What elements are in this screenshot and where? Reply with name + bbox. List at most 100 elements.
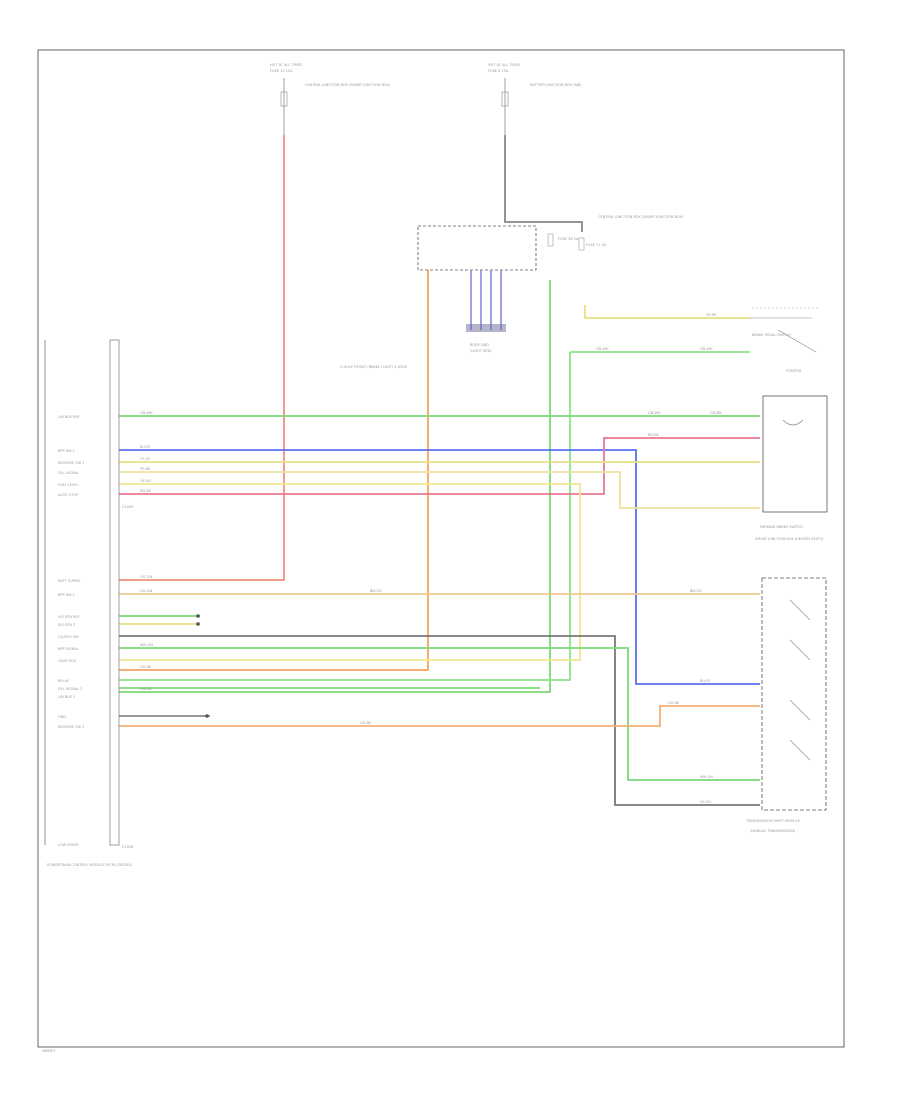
wire-gray-feed (504, 135, 583, 232)
pcm-pin-label: BPP SW 2 (58, 593, 75, 597)
wire-label: GN-BN (710, 411, 722, 415)
wire-label: BN-OG (690, 589, 702, 593)
pcm-pin-label: RELAY (58, 679, 70, 683)
wire-label: YE-BK (140, 467, 151, 471)
wire-green-4 (119, 647, 760, 781)
wire-label: GN-BN (140, 687, 152, 691)
pcm-pin-label: FILL SIGNAL (58, 471, 79, 475)
fuse2-symbol (501, 91, 509, 107)
fuse1-symbol (280, 91, 288, 107)
fuse1-desc: CENTRAL JUNCTION BOX (SMART JUNCTION BOX… (305, 83, 391, 87)
fuse2-desc: BATTERY JUNCTION BOX (BJB) (530, 83, 582, 87)
wire-label: GN-WH (596, 347, 609, 351)
pcm-conn-b: C1008 (122, 845, 133, 849)
cjb-fuse-a-symbol (547, 233, 554, 247)
cjb-outline (417, 225, 537, 271)
pcm-pin-label: LOW SPEED (58, 843, 79, 847)
fuse1-fuse-label: FUSE 12 10A (270, 69, 293, 73)
body-ground-block: BODY GND (LIGHT RED) (466, 270, 506, 353)
bcm-unit-desc: SMART JUNCTION BOX (HEATED SEATS) (755, 537, 824, 541)
pcm-pin-label: GND (58, 715, 66, 719)
pcm-pin-label: FUEL LEVEL (58, 483, 79, 487)
wire-label: OG-BK (360, 721, 372, 725)
trans-label: TRANSMISSION SHIFT MODULE (745, 819, 800, 823)
pcm-pin-label: CLUTCH SW (58, 635, 79, 639)
parking-brake-switch: PARKING BRAKE SWITCH SMART JUNCTION BOX … (755, 395, 828, 541)
wire-red-batt (119, 135, 285, 581)
wire-label: OG-BK (668, 701, 680, 705)
top-fuse-2: HOT AT ALL TIMES FUSE 5 15A BATTERY JUNC… (488, 63, 582, 135)
trans-desc: (MANUAL TRANSMISSION) (750, 829, 796, 833)
body-gnd-label: BODY GND (470, 343, 489, 347)
wire-yellow-4 (119, 483, 581, 661)
wire-label: BN-OG (370, 589, 382, 593)
cjb-fuse-a: FUSE 58 5A (558, 237, 579, 241)
fuse2-fuse-label: FUSE 5 15A (488, 69, 509, 73)
wire-green-3 (119, 352, 571, 681)
pcm-pin-label: SIG RTN 2 (58, 623, 75, 627)
pcm-pin-labels: LIN BUS REF BPP SW 1 REVERSE SW 1 FILL S… (58, 415, 84, 847)
wire-label: BU-YE (140, 445, 150, 449)
wire-label: BU-YE (700, 679, 710, 683)
pcm-conn-a: C1005 (122, 505, 133, 509)
wire-label: OG-BK (140, 665, 152, 669)
pcm-connector (109, 339, 120, 846)
bcm-unit-label: PARKING BRAKE SWITCH (760, 525, 803, 529)
splice-dot (196, 622, 200, 626)
pcm-pin-label: AUTO STOP (58, 493, 78, 497)
wire-label: WH-GN (700, 775, 713, 779)
brake-sw-label: BRAKE PEDAL SWITCH (752, 333, 791, 337)
pcm-label: POWERTRAIN CONTROL MODULE (PCM) (DIESEL) (47, 863, 133, 867)
central-junction-box: CENTRAL JUNCTION BOX (SMART JUNCTION BOX… (417, 215, 684, 271)
wire-label: RD-BK (140, 489, 152, 493)
pcm-module: POWERTRAIN CONTROL MODULE (PCM) (DIESEL)… (44, 339, 133, 867)
pcm-pin-label: BPP SIGNAL (58, 647, 79, 651)
wire-label: GY-OG (700, 800, 711, 804)
footer-code: IMM4ET (42, 1049, 57, 1053)
pcm-pin-label: REVERSE SW 1 (58, 461, 84, 465)
pcm-pin-label: FILL SIGNAL 2 (58, 687, 82, 691)
starter: STARTER (786, 369, 802, 373)
body-gnd-desc: (LIGHT RED) (470, 349, 492, 353)
splice-label: S-HOLE FRONT (BRAKE LIGHT) S-HOLE (340, 365, 407, 369)
wire-gray-1 (119, 635, 760, 806)
wire-label: GN-WH (700, 347, 713, 351)
wire-yellow-1 (584, 305, 750, 319)
wire-label: OG-GN (140, 589, 153, 593)
wire-label: OG-GN (140, 575, 153, 579)
wires (119, 135, 760, 806)
top-fuse-1: HOT AT ALL TIMES FUSE 12 10A CENTRAL JUN… (270, 63, 391, 135)
cjb-fuse-b: FUSE 17 5A (586, 243, 607, 247)
wire-label: GN-WH (140, 411, 153, 415)
pcm-pin-label: GEAR POS (58, 659, 77, 663)
pcm-pin-label: REVERSE SW 2 (58, 725, 84, 729)
wire-green-1 (119, 280, 551, 693)
splice-dot (205, 714, 209, 718)
fuse1-hot-label: HOT AT ALL TIMES (270, 63, 303, 67)
wire-yellow-3 (119, 471, 760, 509)
wire-label: RD-BK (648, 433, 660, 437)
splice-dot (196, 614, 200, 618)
wire-orange-2 (119, 705, 760, 727)
wire-label: GN-WH (648, 411, 661, 415)
pcm-pin-label: BPP SW 1 (58, 449, 75, 453)
wire-label: WH-GN (140, 643, 153, 647)
pcm-pin-label: SIG RTN REF (58, 615, 80, 619)
brake-pedal-switch: BRAKE PEDAL SWITCH (750, 307, 820, 353)
wire-orange-1 (119, 270, 429, 671)
pcm-pin-label: BATT SUPPLY (58, 579, 81, 583)
wire-pink (119, 437, 760, 495)
wire-label: YE-BK (706, 313, 717, 317)
cjb-fuse-b-symbol (578, 237, 585, 251)
transmission-shift-module: TRANSMISSION SHIFT MODULE (MANUAL TRANSM… (745, 577, 827, 833)
wire-label: GY-OG (140, 479, 151, 483)
wire-labels: GN-WH GN-WH GN-BN BU-YE VT-GY YE-BK GY-O… (140, 313, 722, 804)
pcm-pin-label: LIN BUS 2 (58, 695, 75, 699)
wire-blue (119, 449, 760, 685)
diagram-frame (37, 49, 845, 1048)
starter-label: STARTER (786, 369, 802, 373)
wire-label: VT-GY (140, 457, 151, 461)
fuse2-hot-label: HOT AT ALL TIMES (488, 63, 521, 67)
cjb-label: CENTRAL JUNCTION BOX (SMART JUNCTION BOX… (598, 215, 684, 219)
